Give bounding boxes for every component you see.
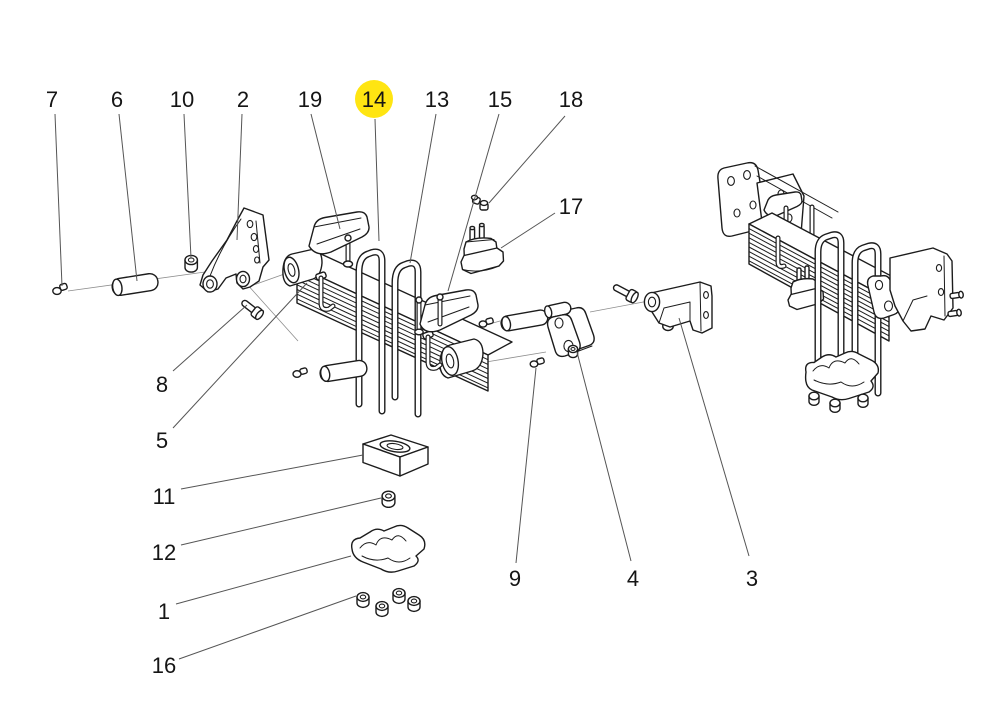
leader-line-18 [488,115,566,204]
part-drawing-6-spring-pin [111,272,159,297]
leader-line-3 [678,317,750,557]
leader-line-7 [54,113,63,287]
part-drawing-rear-eye-bushing [439,338,484,379]
callout-18[interactable]: 18 [559,87,583,112]
callout-19-label: 19 [298,87,322,112]
leader-line-13 [409,113,437,264]
leader-line-11 [180,454,364,490]
assembled-rear-bracket [866,247,964,332]
callout-9[interactable]: 9 [509,566,521,591]
part-drawing-4-shackle [543,301,595,359]
callout-8[interactable]: 8 [156,372,168,397]
callout-labels: 7 6 10 2 19 14 13 15 18 17 8 5 11 12 1 1… [46,80,758,678]
callout-9-label: 9 [509,566,521,591]
leader-line-9 [515,367,537,564]
leader-line-8 [172,304,248,372]
part-drawing-9-grease-fitting [529,357,545,368]
part-drawing-13-u-bolt [391,259,422,418]
callout-4-label: 4 [627,566,639,591]
callout-11[interactable]: 11 [153,484,176,509]
callout-17-label: 17 [559,194,583,219]
part-drawing-mid-grease-fitting [478,317,494,328]
part-drawing-front-spring-eye [282,248,323,287]
leader-line-19 [310,113,341,230]
callout-3-label: 3 [746,566,758,591]
callout-4[interactable]: 4 [627,566,639,591]
part-drawing-14-u-bolt [355,248,386,415]
leader-line-1 [175,555,352,605]
callout-10-label: 10 [170,87,194,112]
callout-18-label: 18 [559,87,583,112]
part-drawing-15-clamp [414,289,479,336]
callout-5-label: 5 [156,428,168,453]
part-drawing-rebound-clip-front [315,271,336,312]
callout-6[interactable]: 6 [111,87,123,112]
callout-7-label: 7 [46,87,58,112]
part-drawing-lower-grease-fitting [292,367,308,379]
callout-1[interactable]: 1 [158,599,170,624]
callout-15[interactable]: 15 [488,87,512,112]
part-drawing-16-nuts [356,587,421,618]
callout-10[interactable]: 10 [170,87,194,112]
callout-2[interactable]: 2 [237,87,249,112]
part-drawing-17-buffer [460,222,505,275]
leader-line-17 [500,212,556,249]
callout-1-label: 1 [158,599,170,624]
callout-11-label: 11 [153,484,176,509]
callout-17[interactable]: 17 [559,194,583,219]
part-drawing-10-nut [184,254,199,273]
leader-line-6 [118,113,138,282]
highlight-circle [355,80,393,118]
callout-6-label: 6 [111,87,123,112]
assembled-bottom-clamp [804,350,880,413]
part-drawing-1-clamp-plate [350,524,426,573]
assembled-view [717,161,964,413]
leader-line-12 [180,497,382,546]
callout-2-label: 2 [237,87,249,112]
part-drawing-2-front-bracket [199,207,270,293]
callout-3[interactable]: 3 [746,566,758,591]
leader-line-16 [178,595,357,660]
leader-line-4 [576,351,632,562]
callout-14[interactable]: 14 [355,80,393,118]
callout-19[interactable]: 19 [298,87,322,112]
callout-16-label: 16 [152,653,176,678]
part-drawing-bracket-bolt [612,284,639,304]
leader-line-2 [236,113,243,241]
part-drawing-3-rear-bracket [643,281,713,334]
part-drawing-8-bolt [241,299,265,321]
callout-15-label: 15 [488,87,512,112]
part-drawing-7-grease-fitting [52,282,68,296]
part-drawing-11-spring-seat [362,434,429,477]
assembled-u-bolts [814,231,882,397]
callout-5[interactable]: 5 [156,428,168,453]
leader-line-15 [447,113,500,292]
callout-13[interactable]: 13 [425,87,449,112]
leader-line-10 [183,113,192,259]
leader-lines [54,113,750,660]
callout-7[interactable]: 7 [46,87,58,112]
callout-12[interactable]: 12 [152,540,176,565]
part-drawing-lower-pin [319,359,368,383]
callout-13-label: 13 [425,87,449,112]
part-drawing-rebound-clip-rear [422,330,443,371]
callout-16[interactable]: 16 [152,653,176,678]
leader-line-14 [374,118,380,242]
part-drawing-12-nut [381,490,396,508]
callout-14-label: 14 [362,87,386,112]
part-drawing-19-clamp [308,211,370,268]
callout-8-label: 8 [156,372,168,397]
callout-12-label: 12 [152,540,176,565]
leader-line-5 [172,282,308,429]
part-drawing-shackle-pin [500,309,549,332]
